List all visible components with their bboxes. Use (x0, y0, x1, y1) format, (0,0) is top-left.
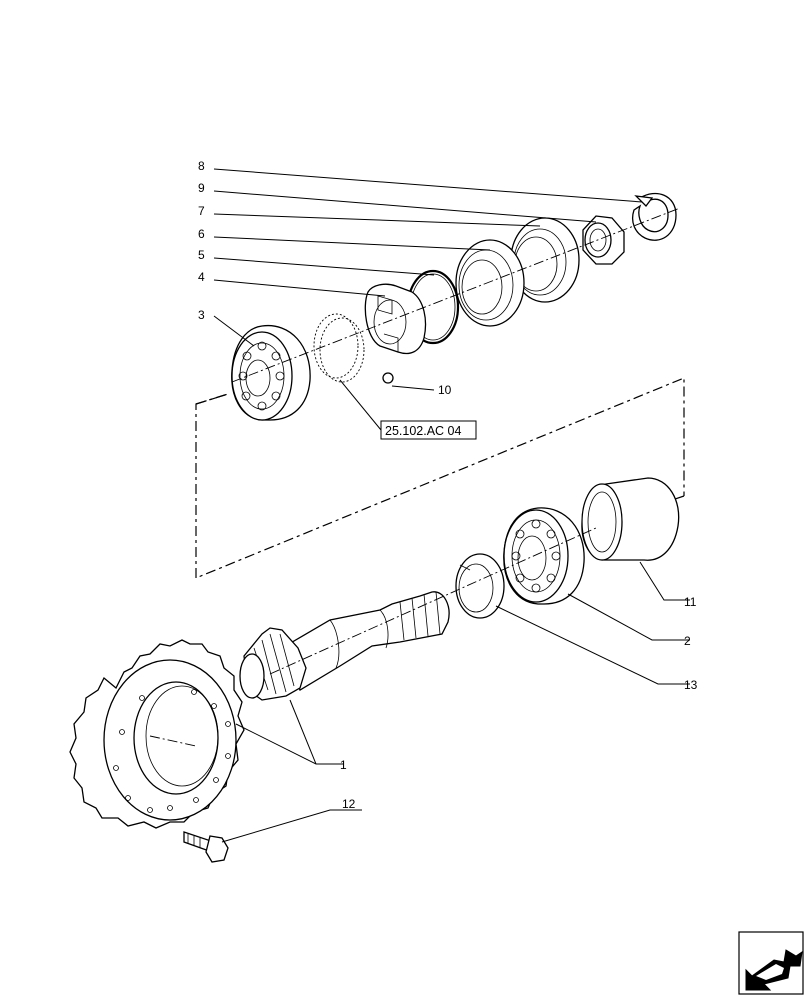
part-8-circlip (631, 192, 677, 241)
callout-4[interactable]: 4 (198, 270, 205, 284)
part-9-nut (582, 215, 625, 265)
callout-13[interactable]: 13 (684, 678, 698, 692)
callout-2[interactable]: 2 (684, 634, 691, 648)
part-11-sleeve (581, 477, 680, 561)
shim-reference-dotted (313, 313, 365, 383)
part-10-ball (382, 372, 394, 384)
callout-9[interactable]: 9 (198, 181, 205, 195)
callout-11[interactable]: 11 (684, 595, 697, 609)
reference-box[interactable]: 25.102.AC 04 (380, 420, 477, 440)
callout-leaders (213, 168, 690, 843)
callout-7[interactable]: 7 (198, 204, 205, 218)
reference-label: 25.102.AC 04 (385, 424, 461, 438)
part-6-bearing-ring (455, 239, 525, 327)
part-1-ring-gear (69, 639, 245, 829)
callout-5[interactable]: 5 (198, 248, 205, 262)
part-2-ball-bearing (503, 507, 585, 605)
part-1-pinion-shaft (239, 591, 450, 701)
next-page-arrow-icon[interactable] (738, 931, 804, 995)
callout-3[interactable]: 3 (198, 308, 205, 322)
part-12-bolt (183, 831, 229, 863)
callout-12[interactable]: 12 (342, 797, 356, 811)
callout-1[interactable]: 1 (340, 758, 347, 772)
callout-6[interactable]: 6 (198, 227, 205, 241)
callout-8[interactable]: 8 (198, 159, 205, 173)
part-3-ball-bearing (231, 324, 311, 421)
callout-10[interactable]: 10 (438, 383, 452, 397)
part-13-ring (455, 553, 505, 619)
